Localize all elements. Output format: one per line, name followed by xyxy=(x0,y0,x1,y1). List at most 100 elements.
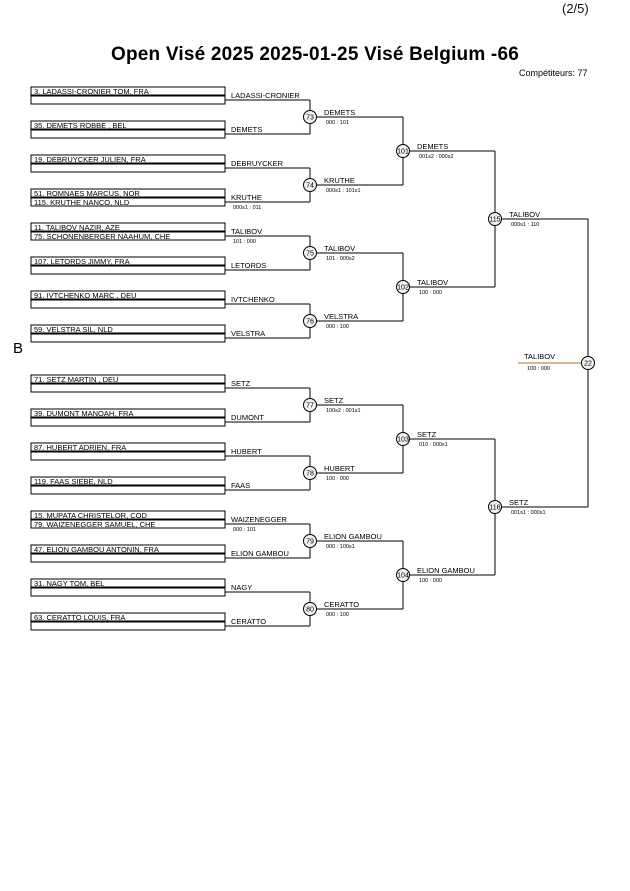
match-number-circle xyxy=(303,314,317,328)
match-number-circle xyxy=(303,178,317,192)
advancing-name: TALIBOV xyxy=(417,278,448,287)
entry-box xyxy=(30,188,226,198)
entry-name: 11. TALIBOV NAZIR, AZE xyxy=(34,223,120,232)
match-number: 80 xyxy=(306,607,314,614)
bout-score: 100 : 000 xyxy=(419,290,442,296)
empty-entry-box xyxy=(30,553,226,563)
empty-entry-box xyxy=(30,129,226,139)
advancing-name: LADASSI-CRONIER xyxy=(231,91,300,100)
match-number: 101 xyxy=(397,149,409,156)
match-number-circle xyxy=(581,356,595,370)
bout-score: 000s1 : 101s1 xyxy=(326,188,361,194)
entry-box xyxy=(30,120,226,130)
match-number-circle xyxy=(396,432,410,446)
entry-name: 115. KRUTHE NANCO, NLD xyxy=(34,198,130,207)
match-number: 22 xyxy=(584,361,592,368)
bout-score: 000 : 101 xyxy=(233,527,256,533)
advancing-name: DEMETS xyxy=(324,108,355,117)
match-number-circle xyxy=(303,602,317,616)
entry-box xyxy=(30,256,226,266)
match-number: 104 xyxy=(397,573,409,580)
bout-score: 100 : 000 xyxy=(326,476,349,482)
match-number-circle xyxy=(303,466,317,480)
entry-box xyxy=(30,612,226,622)
entry-name: 107. LETORDS JIMMY, FRA xyxy=(34,257,130,266)
match-number: 76 xyxy=(306,319,314,326)
entry-name: 91. IVTCHENKO MARC , DEU xyxy=(34,291,137,300)
match-number: 115 xyxy=(489,217,500,224)
match-number-circle xyxy=(396,144,410,158)
entry-name: 31. NAGY TOM, BEL xyxy=(34,579,104,588)
bout-score: 000 : 101 xyxy=(326,120,349,126)
entry-name: 19. DEBRUYCKER JULIEN, FRA xyxy=(34,155,146,164)
entry-box xyxy=(30,324,226,334)
bout-score: 000 : 100 xyxy=(326,324,349,330)
match-number-circle xyxy=(303,534,317,548)
advancing-name: TALIBOV xyxy=(509,210,540,219)
entry-name: 15. MUPATA CHRISTELOR, COD xyxy=(34,511,148,520)
match-number-circle xyxy=(303,398,317,412)
advancing-name: TALIBOV xyxy=(324,244,355,253)
entry-box xyxy=(30,510,226,520)
entry-box xyxy=(30,476,226,486)
entry-name: 71. SETZ MARTIN , DEU xyxy=(34,375,118,384)
advancing-name: VELSTRA xyxy=(324,312,358,321)
match-number: 75 xyxy=(306,251,314,258)
match-number: 79 xyxy=(306,539,314,546)
empty-entry-box xyxy=(30,163,226,173)
match-number-circle xyxy=(488,500,502,514)
advancing-name: CERATTO xyxy=(324,600,359,609)
bout-score: 001s1 : 000s1 xyxy=(511,510,546,516)
entry-box xyxy=(30,442,226,452)
match-number: 78 xyxy=(306,471,314,478)
advancing-name: LETORDS xyxy=(231,261,266,270)
entry-name: 75. SCHONENBERGER NAAHUM, CHE xyxy=(34,232,170,241)
match-number: 102 xyxy=(397,285,409,292)
advancing-name: HUBERT xyxy=(231,447,262,456)
bout-score: 001s2 : 000s2 xyxy=(419,154,454,160)
entry-box xyxy=(30,86,226,96)
advancing-name: NAGY xyxy=(231,583,252,592)
bout-score: 101 : 000 xyxy=(233,239,256,245)
match-number-circle xyxy=(396,568,410,582)
empty-entry-box xyxy=(30,265,226,275)
empty-entry-box xyxy=(30,299,226,309)
entry-name: 3. LADASSI-CRONIER TOM, FRA xyxy=(34,87,149,96)
entry-name: 119. FAAS SIEBE, NLD xyxy=(34,477,113,486)
competitors-count: Compétiteurs: 77 xyxy=(519,68,588,78)
match-number-circle xyxy=(396,280,410,294)
final-winner: TALIBOV xyxy=(524,352,555,361)
empty-entry-box xyxy=(30,95,226,105)
empty-entry-box xyxy=(30,333,226,343)
empty-entry-box xyxy=(30,485,226,495)
advancing-name: SETZ xyxy=(417,430,437,439)
advancing-name: HUBERT xyxy=(324,464,355,473)
entry-name: 87. HUBERT ADRIEN, FRA xyxy=(34,443,126,452)
entry-name: 39. DUMONT MANOAH, FRA xyxy=(34,409,133,418)
entry-name: 63. CERATTO LOUIS, FRA xyxy=(34,613,125,622)
advancing-name: ELION GAMBOU xyxy=(324,532,382,541)
entry-name: 47. ELION GAMBOU ANTONIN, FRA xyxy=(34,545,159,554)
empty-entry-box xyxy=(30,451,226,461)
match-number: 103 xyxy=(397,437,409,444)
advancing-name: DUMONT xyxy=(231,413,264,422)
pool-label: B xyxy=(13,340,24,357)
bout-score: 000 : 100s1 xyxy=(326,544,355,550)
entry-box xyxy=(30,408,226,418)
advancing-name: VELSTRA xyxy=(231,329,265,338)
advancing-name: CERATTO xyxy=(231,617,266,626)
empty-entry-box xyxy=(30,383,226,393)
bout-score: 100s2 : 001s1 xyxy=(326,408,361,414)
advancing-name: DEBRUYCKER xyxy=(231,159,284,168)
advancing-name: SETZ xyxy=(324,396,344,405)
advancing-name: ELION GAMBOU xyxy=(417,566,475,575)
bout-score: 000s1 : 011 xyxy=(233,205,261,211)
match-number: 116 xyxy=(489,505,500,512)
match-number-circle xyxy=(303,110,317,124)
advancing-name: ELION GAMBOU xyxy=(231,549,289,558)
advancing-name: IVTCHENKO xyxy=(231,295,275,304)
match-number-circle xyxy=(303,246,317,260)
advancing-name: DEMETS xyxy=(231,125,262,134)
page-indicator: (2/5) xyxy=(562,1,589,16)
